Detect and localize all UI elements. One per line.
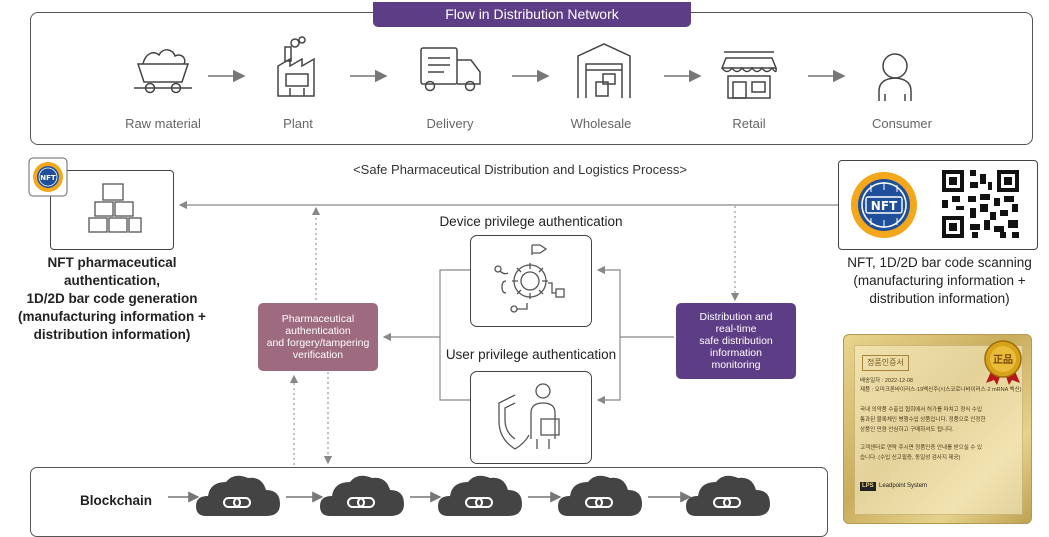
shield-user-icon [498,383,560,450]
cert-meta-2: 제품 : 오미크론바이러스-19백신주(시스코로나바이러스-2 mRNA 백신) [860,387,1022,393]
mine-cart-icon [134,49,192,94]
cert-para1-1: 국내 의약품 수출입 협회에서 허가를 마치고 정식 수입 [860,407,983,413]
chain-cloud-icon [319,474,405,517]
stage-label-raw-material: Raw material [125,116,201,131]
cert-brand: Leadpoint System [879,483,928,489]
right-node-line-1: NFT, 1D/2D bar code scanning [847,255,1032,270]
process-title: <Safe Pharmaceutical Distribution and Lo… [353,162,687,177]
stage-label-wholesale: Wholesale [570,116,632,131]
cert-para2-1: 고객센터로 연락 주시면 정품인증 안내를 받으실 수 있 [860,445,983,451]
distribution-monitoring-box: Distribution and real-time safe distribu… [676,303,796,379]
gear-network-icon [494,244,565,313]
warehouse-icon [577,43,631,98]
authenticity-certificate: 정품인증서 正品 배송일자 : 2022-12-08 제품 : 오미크론바이러스… [843,334,1032,524]
stage-label-delivery: Delivery [426,116,474,131]
boxes-icon [88,183,142,233]
device-auth-label: Device privilege authentication [439,214,623,229]
distribution-line-2: real-time [715,322,757,335]
chain-cloud-icon [437,474,523,517]
cert-meta-1: 배송일자 : 2022-12-08 [860,378,913,384]
cert-para2-2: 습니다. (수입 신고필증, 동일성 검사지 제공) [860,455,961,461]
stage-label-consumer: Consumer [872,116,932,131]
left-node-line-1: NFT pharmaceutical [47,255,177,270]
pharma-line-3: and forgery/tampering [266,337,370,349]
certificate-title: 정품인증서 [862,355,909,371]
chain-cloud-icon [195,474,281,517]
distribution-line-4: information [710,347,762,360]
cert-para1-3: 상품인 만큼 안심하고 구매하셔도 됩니다. [860,427,954,433]
qr-code-icon [942,170,1019,238]
nft-generation-box [50,170,174,250]
distribution-flow-panel [30,12,1033,145]
pharma-verification-box: Pharmaceutical authentication and forger… [258,303,378,371]
blockchain-panel [30,467,828,537]
distribution-line-1: Distribution and [699,310,773,323]
left-node-line-2: authentication, [63,273,160,288]
certificate-seal-icon: 正品 [984,340,1022,385]
factory-icon [277,36,315,97]
device-auth-box [470,235,592,327]
left-node-line-5: distribution information) [33,327,191,342]
nft-badge-icon: NFT [28,157,68,197]
flow-title: Flow in Distribution Network [373,2,691,27]
stage-label-retail: Retail [732,116,766,131]
pharma-line-2: authentication [285,324,351,337]
store-icon [720,51,778,99]
right-node-line-2: (manufacturing information + [853,273,1026,288]
delivery-truck-icon [420,47,481,92]
pharma-line-1: Pharmaceutical [281,312,355,325]
svg-text:NFT: NFT [40,174,56,182]
nft-coin-icon: NFT [851,172,917,238]
left-node-line-3: 1D/2D bar code generation [26,291,198,306]
person-icon [878,53,912,101]
left-node-line-4: (manufacturing information + [18,309,206,324]
user-auth-label: User privilege authentication [445,347,617,362]
cert-brand-logo: LPS [860,482,876,491]
right-node-line-3: distribution information) [869,291,1010,306]
blockchain-label: Blockchain [80,493,153,508]
chain-cloud-icon [557,474,643,517]
pharma-line-4: verification [292,349,344,362]
distribution-line-5: monitoring [711,359,761,372]
svg-text:正品: 正品 [993,354,1013,366]
stage-label-plant: Plant [283,116,313,131]
chain-cloud-icon [685,474,771,517]
distribution-line-3: safe distribution [699,334,773,347]
svg-text:NFT: NFT [871,199,898,213]
cert-para1-2: 통과된 블록체인 병행수입 상품입니다. 정품으로 인정한 [860,417,986,423]
